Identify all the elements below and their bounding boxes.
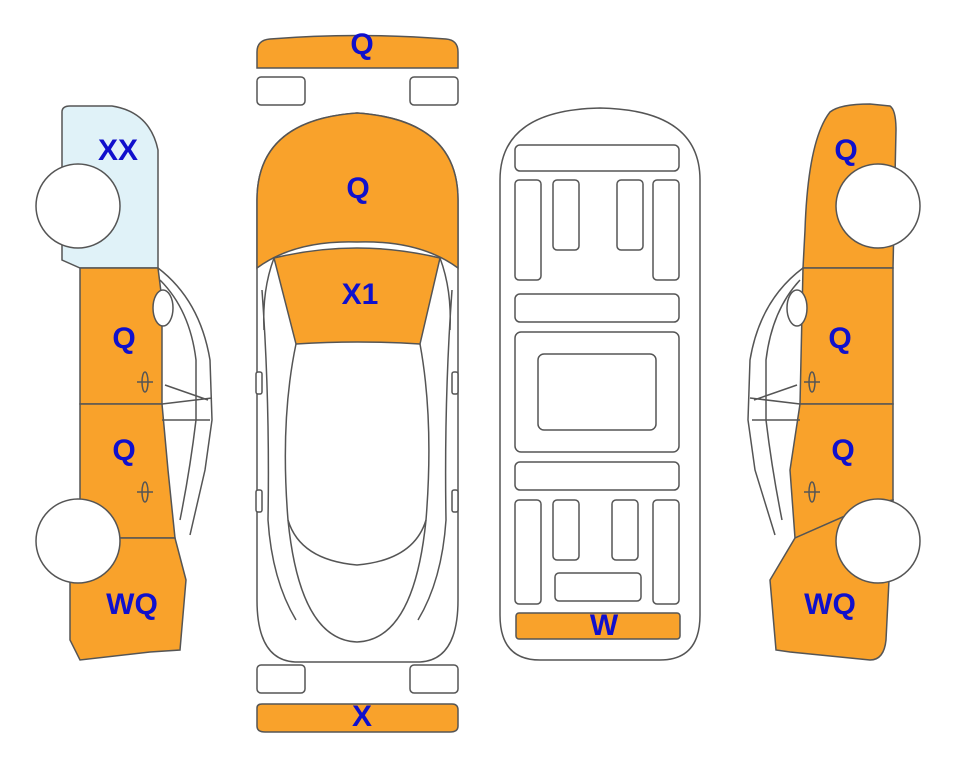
left-rear-door-label: Q [112, 434, 135, 467]
top-front-bumper-label: Q [350, 28, 373, 61]
top-rear-bumper[interactable] [256, 703, 459, 733]
right-rear-quarter-label: WQ [804, 588, 856, 621]
right-front-door-label: Q [828, 322, 851, 355]
top-hood-label: Q [346, 172, 369, 205]
underbody-view: W [499, 107, 701, 661]
top-windshield-label: X1 [342, 278, 379, 311]
right-rear-wheel [835, 498, 921, 584]
top-hood[interactable] [256, 112, 459, 270]
left-front-door-panel[interactable] [79, 267, 163, 405]
right-side-view: Q Q Q WQ [747, 103, 921, 661]
right-front-fender-label: Q [834, 134, 857, 167]
top-rear-bumper-label: X [352, 700, 372, 733]
left-side-view: XX Q Q WQ [35, 105, 213, 661]
left-front-wheel [35, 163, 121, 249]
left-rear-wheel [35, 498, 121, 584]
left-roof-label: XX [98, 134, 138, 167]
left-front-door-label: Q [112, 322, 135, 355]
left-rear-quarter-label: WQ [106, 588, 158, 621]
underbody-rear-panel-label: W [590, 609, 619, 642]
right-rear-door-label: Q [831, 434, 854, 467]
top-view: Q Q X1 X [255, 28, 459, 733]
top-front-bumper[interactable] [256, 34, 459, 69]
right-front-wheel [835, 163, 921, 249]
underbody-rear-panel[interactable] [515, 612, 681, 640]
